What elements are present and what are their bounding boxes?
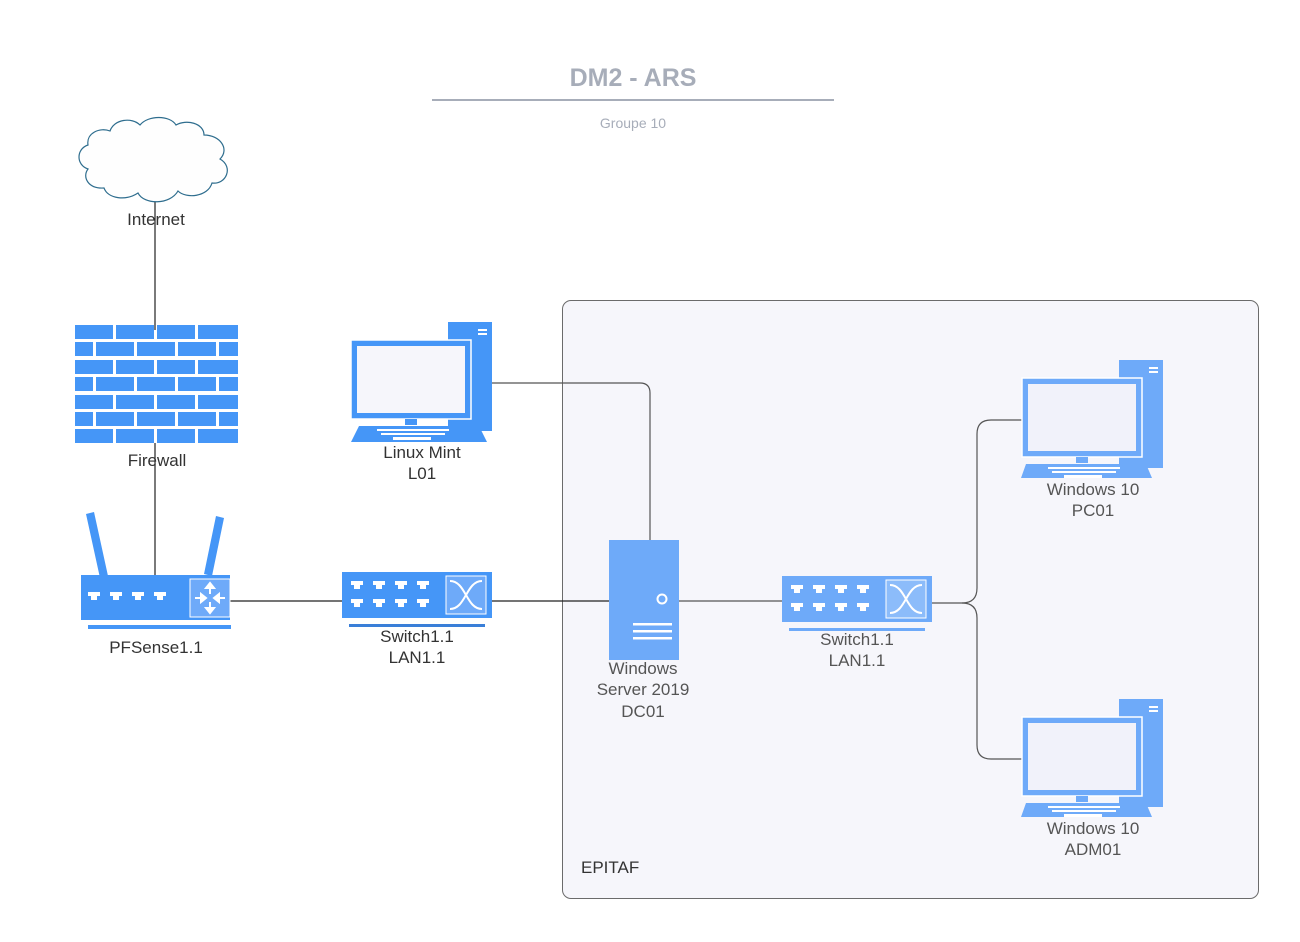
firewall-label: Firewall bbox=[127, 451, 187, 470]
server-icon[interactable] bbox=[608, 540, 680, 662]
switch-a-name: Switch1.1 bbox=[380, 627, 454, 646]
switch-b-name: Switch1.1 bbox=[820, 630, 894, 649]
router-icon[interactable] bbox=[78, 508, 234, 632]
internet-label: Internet bbox=[127, 210, 185, 229]
adm01-os: Windows 10 bbox=[1046, 819, 1140, 838]
server-os-line2: Server 2019 bbox=[596, 680, 690, 699]
switch-b-lan: LAN1.1 bbox=[828, 651, 886, 670]
firewall-icon[interactable] bbox=[75, 325, 239, 445]
switch-a-lan: LAN1.1 bbox=[388, 648, 446, 667]
server-hostname: DC01 bbox=[621, 702, 665, 721]
linux-name: Linux Mint bbox=[383, 443, 461, 462]
title-divider bbox=[432, 99, 834, 101]
desktop-computer-icon[interactable] bbox=[1020, 699, 1166, 821]
diagram-subtitle: Groupe 10 bbox=[599, 115, 667, 131]
switch-icon[interactable] bbox=[781, 576, 933, 632]
switch-icon[interactable] bbox=[341, 572, 493, 628]
zone-label: EPITAF bbox=[581, 858, 640, 877]
adm01-hostname: ADM01 bbox=[1064, 840, 1122, 859]
link-switch-b-pc01 bbox=[931, 419, 1024, 604]
link-switch-b-adm01 bbox=[961, 602, 1024, 760]
pc01-os: Windows 10 bbox=[1046, 480, 1140, 499]
diagram-title: DM2 - ARS bbox=[569, 64, 697, 92]
pfsense-label: PFSense1.1 bbox=[109, 638, 203, 657]
cloud-icon[interactable] bbox=[74, 113, 238, 203]
desktop-computer-icon[interactable] bbox=[351, 322, 495, 444]
pc01-hostname: PC01 bbox=[1071, 501, 1115, 520]
server-os-line1: Windows bbox=[608, 659, 678, 678]
linux-id: L01 bbox=[407, 464, 437, 483]
desktop-computer-icon[interactable] bbox=[1020, 360, 1166, 482]
link-linux-server bbox=[490, 382, 651, 541]
